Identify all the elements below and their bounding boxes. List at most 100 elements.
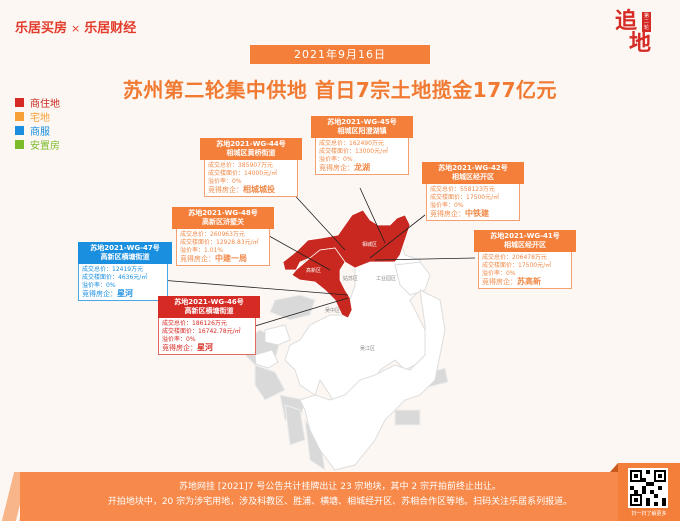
page-title: 苏州第二轮集中供地 首日7宗土地揽金177亿元 [122,78,558,102]
label-winner: 竞得房企： [180,255,215,263]
value-total: 260963万元 [210,231,245,238]
parcel-card-header: 苏地2021-WG-44号 相城区黄桥街道 [200,138,302,160]
parcel-card-wg47: 苏地2021-WG-47号 高新区横塘街道 成交总价：12419万元 成交楼面价… [78,242,172,301]
parcel-location: 相城区黄桥街道 [226,149,276,157]
value-winner: 中建一局 [215,254,247,263]
parcel-card-header: 苏地2021-WG-46号 高新区横塘街道 [158,296,260,318]
parcel-card-wg42: 苏地2021-WG-42号 相城区经开区 成交总价：558123万元 成交楼面价… [422,162,524,221]
value-unit: 17500元/㎡ [518,262,552,269]
parcel-card-body: 成交总价：558123万元 成交楼面价：17500元/㎡ 溢价率：0% 竞得房企… [426,184,520,221]
value-premium: 0% [454,202,464,209]
parcel-location: 相城区阳澄湖镇 [337,127,387,135]
qr-code[interactable] [628,468,668,508]
label-premium: 溢价率： [162,336,187,343]
label-unit: 成交楼面价： [162,328,199,335]
label-sip: 工业园区 [376,275,396,282]
legend-item-resettlement: 安置房 [15,137,60,152]
value-total: 186126万元 [192,320,227,327]
label-winner: 竞得房企： [82,290,117,298]
parcel-card-body: 成交总价：260963万元 成交楼面价：12928.83元/㎡ 溢价率：1.01… [176,229,270,266]
date-banner: 2021年9月16日 [250,45,430,64]
parcel-id: 苏地2021-WG-45号 [327,118,397,126]
leader-lines [159,187,476,336]
parcel-card-header: 苏地2021-WG-47号 高新区横塘街道 [78,242,172,264]
parcel-location: 相城区经开区 [452,173,494,181]
parcel-card-wg41: 苏地2021-WG-41号 相城区经开区 成交总价：206478万元 成交楼面价… [474,230,576,289]
label-total: 成交总价： [430,186,461,193]
legend-item-residential: 宅地 [15,109,60,124]
legend-swatch-green [15,139,24,149]
value-total: 558123万元 [460,186,495,193]
value-total: 385907万元 [238,162,273,169]
label-premium: 溢价率： [208,178,233,185]
qr-code-icon [630,470,666,506]
label-unit: 成交楼面价： [180,239,217,246]
value-premium: 0% [506,270,516,277]
label-winner: 竞得房企： [162,344,197,352]
parcel-id: 苏地2021-WG-44号 [216,140,286,148]
seal-stamp: 第二轮 [642,12,651,32]
value-unit: 16742.78元/㎡ [198,328,241,335]
seal-char-zhui: 追 [615,8,638,34]
parcel-location: 高新区横塘街道 [100,253,150,261]
label-premium: 溢价率： [430,202,455,209]
parcel-card-wg48: 苏地2021-WG-48号 高新区浒墅关 成交总价：260963万元 成交楼面价… [172,207,274,266]
map-district-labels: 相城区 高新区 [306,241,377,274]
value-total: 206478万元 [512,254,547,261]
label-gaoxin: 高新区 [306,267,321,274]
label-xiangcheng: 相城区 [362,241,377,248]
label-unit: 成交楼面价： [82,274,119,281]
label-unit: 成交楼面价： [319,148,356,155]
parcel-card-body: 成交总价：186126万元 成交楼面价：16742.78元/㎡ 溢价率：0% 竞… [158,318,256,355]
label-gusu: 姑苏区 [343,275,358,282]
value-premium: 1.01% [204,247,224,254]
value-winner: 中铁建 [465,209,489,218]
label-wujiang: 吴江区 [360,345,375,352]
zhui-di-seal-logo: 追 地 第二轮 [615,8,663,58]
qr-fold-decor [610,463,618,472]
label-premium: 溢价率： [180,247,205,254]
footer-banner [20,472,620,521]
parcel-location: 高新区横塘街道 [184,307,234,315]
value-unit: 4636元/㎡ [118,274,148,281]
value-winner: 星河 [197,343,213,352]
parcel-card-header: 苏地2021-WG-41号 相城区经开区 [474,230,576,252]
label-winner: 竞得房企： [482,278,517,286]
value-premium: 0% [232,178,242,185]
map-highlight-xiangcheng-gaoxin [282,209,411,319]
value-unit: 12928.83元/㎡ [216,239,259,246]
footer-line-2: 开拍地块中，20 宗为涉宅用地，涉及科教区、胜浦、横塘、相城经开区、苏相合作区等… [107,497,573,507]
value-unit: 14000元/㎡ [244,170,278,177]
qr-caption: 扫一扫了解更多 [631,511,667,517]
label-total: 成交总价： [82,266,113,273]
label-premium: 溢价率： [319,156,344,163]
value-total: 162490万元 [349,140,384,147]
value-winner: 星河 [117,289,133,298]
parcel-card-body: 成交总价：12419万元 成交楼面价：4636元/㎡ 溢价率：0% 竞得房企：星… [78,264,168,301]
legend-label: 商服 [30,126,50,138]
parcel-id: 苏地2021-WG-41号 [490,232,560,240]
parcel-card-header: 苏地2021-WG-48号 高新区浒墅关 [172,207,274,229]
footer-text: 苏地网挂 [2021]7 号公告共计挂牌出让 23 宗地块，其中 2 宗开拍前终… [0,480,680,510]
label-premium: 溢价率： [482,270,507,277]
value-premium: 0% [343,156,353,163]
legend-swatch-orange [15,111,24,121]
label-total: 成交总价： [319,140,350,147]
parcel-card-header: 苏地2021-WG-42号 相城区经开区 [422,162,524,184]
legend-swatch-red [15,97,24,107]
brand-leju-caijing: 乐居财经 [84,21,137,36]
label-winner: 竞得房企： [319,164,354,172]
legend-label: 商住地 [30,98,60,110]
parcel-card-body: 成交总价：162490万元 成交楼面价：13000元/㎡ 溢价率：0% 竞得房企… [315,138,409,175]
parcel-card-header: 苏地2021-WG-45号 相城区阳澄湖镇 [311,116,413,138]
value-unit: 17500元/㎡ [466,194,500,201]
value-winner: 相城城投 [243,185,275,194]
legend-label: 安置房 [30,140,60,152]
value-winner: 龙湖 [354,163,370,172]
parcel-location: 高新区浒墅关 [202,218,244,226]
label-unit: 成交楼面价： [482,262,519,269]
value-unit: 13000元/㎡ [355,148,389,155]
parcel-location: 相城区经开区 [504,241,546,249]
footer-line-1: 苏地网挂 [2021]7 号公告共计挂牌出让 23 宗地块，其中 2 宗开拍前终… [179,482,501,492]
